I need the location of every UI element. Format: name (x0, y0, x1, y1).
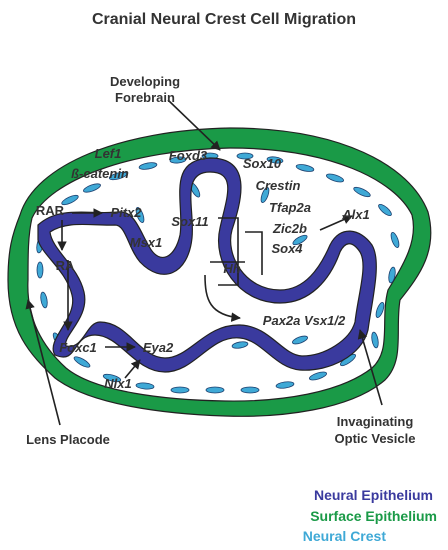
label-forebrain: Forebrain (115, 90, 175, 105)
label-lens-placode: Lens Placode (26, 432, 110, 447)
text-labels: Developing Forebrain Lef1 ß-catenin Foxd… (26, 74, 415, 447)
gene-foxd3: Foxd3 (169, 148, 208, 163)
gene-tfap2a: Tfap2a (269, 200, 311, 215)
legend-surface-epithelium: Surface Epithelium (310, 508, 437, 524)
gene-nlx1: Nlx1 (104, 376, 131, 391)
gene-pitx2: Pitx2 (110, 205, 142, 220)
gene-sox4: Sox4 (271, 241, 303, 256)
gene-sox10: Sox10 (243, 156, 282, 171)
label-invaginating: Invaginating (337, 414, 414, 429)
legend-neural-crest: Neural Crest (303, 528, 387, 544)
gene-bcatenin: ß-catenin (71, 166, 129, 181)
gene-eya2: Eya2 (143, 340, 174, 355)
gene-foxc1: Foxc1 (59, 340, 97, 355)
gene-sox11: Sox11 (171, 214, 208, 229)
gene-lef1: Lef1 (95, 146, 122, 161)
diagram-title: Cranial Neural Crest Cell Migration (92, 11, 356, 28)
hh-pax2a-arrow (204, 274, 241, 322)
legend-neural-epithelium: Neural Epithelium (314, 487, 433, 503)
label-optic-vesicle: Optic Vesicle (335, 431, 416, 446)
hh-bracket-left (218, 217, 239, 286)
hh-bracket-right (245, 231, 263, 275)
label-rar: RAR (36, 203, 65, 218)
neural-epithelium (37, 157, 377, 373)
arrows (25, 99, 383, 426)
label-hh: Hh (223, 261, 240, 276)
gene-pax2a-vsx1: Pax2a Vsx1/2 (263, 313, 346, 328)
gene-zic2b: Zic2b (272, 221, 307, 236)
label-developing: Developing (110, 74, 180, 89)
gene-alx1: Alx1 (341, 207, 369, 222)
optic-vesicle-arrow (357, 329, 383, 406)
gene-msx1: Msx1 (130, 235, 163, 250)
nlx1-eya2-arrow (124, 359, 141, 379)
forebrain-arrow (167, 99, 221, 151)
hh-alx1-arrow (319, 215, 353, 231)
lens-placode-arrow (25, 299, 61, 426)
label-ra: RA (56, 258, 75, 273)
legend: Neural Epithelium Surface Epithelium Neu… (303, 487, 437, 544)
gene-crestin: Crestin (256, 178, 301, 193)
